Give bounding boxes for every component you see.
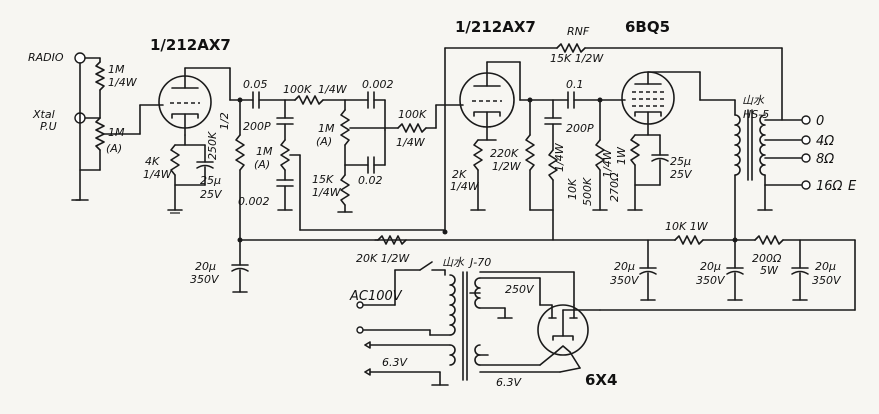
xtal-label: Xtal [32, 108, 55, 121]
r500k-label: 500K [581, 177, 594, 206]
c20bv-label: 350V [610, 274, 640, 287]
rp1w-label: 1/2 [218, 112, 231, 130]
c0002a-label: 0.002 [238, 195, 270, 208]
r200w-label: 5W [760, 264, 779, 277]
tube1-label: 1/212AX7 [150, 36, 231, 54]
c002-label: 0.02 [358, 174, 383, 187]
c200p-label: 200P [243, 120, 271, 133]
r15k-label: 15K [312, 173, 334, 186]
c0002b-label: 0.002 [362, 78, 394, 91]
ot-model-label: HS-5 [743, 108, 769, 121]
c20av-label: 350V [190, 273, 220, 286]
tap16-label: 16Ω [816, 179, 843, 194]
rk3-label: 270Ω [608, 172, 621, 202]
tap-8-terminal [801, 153, 811, 163]
tube4-envelope [537, 304, 589, 356]
radio-label: RADIO [28, 51, 64, 64]
power-switch [419, 261, 433, 271]
rk2-label: 2K [452, 168, 467, 181]
tonea-label: (A) [316, 135, 332, 148]
pt-label: 山水 [442, 256, 465, 269]
r10k1w-label: 10K 1W [665, 220, 709, 233]
tube4-label: 6X4 [585, 371, 617, 389]
tap0-label: 0 [816, 114, 824, 129]
vol2-label: 1M [256, 145, 273, 158]
c20dv-label: 350V [812, 274, 842, 287]
r500kw-label: 1/4W [601, 148, 614, 178]
c20b-label: 20μ [614, 260, 635, 273]
tap-16-terminal [801, 180, 811, 190]
ck1v-label: 25V [200, 188, 223, 201]
r15kw-label: 1/4W [312, 186, 342, 199]
ck3-label: 25μ [670, 155, 691, 168]
tap-0-terminal [801, 115, 811, 125]
ot-primary [734, 114, 741, 176]
v63a-label: 6.3V [382, 356, 408, 369]
r10k-label: 10K [566, 178, 579, 200]
tapE-label: E [848, 179, 857, 194]
ot-label: 山水 [742, 94, 765, 107]
v250-label: 250V [505, 283, 535, 296]
vol2a-label: (A) [254, 158, 270, 171]
tap8-label: 8Ω [816, 152, 834, 167]
pt-primary [449, 274, 456, 336]
c20a-label: 20μ [195, 260, 216, 273]
r100k2w-label: 1/4W [396, 136, 426, 149]
rk3w-label: 1W [615, 146, 628, 165]
r200-label: 200Ω [752, 252, 782, 265]
ot-secondary [759, 114, 766, 176]
tube3-label: 6BQ5 [625, 18, 670, 36]
v63b-label: 6.3V [496, 376, 522, 389]
rnfv-label: 15K 1/2W [550, 52, 604, 65]
tube2-label: 1/212AX7 [455, 18, 536, 36]
ac-label: AC100V [349, 289, 403, 304]
tap-4-terminal [801, 135, 811, 145]
vol-in-a-label: (A) [106, 142, 122, 155]
c20d-label: 20μ [815, 260, 836, 273]
rp2w-label: 1/2W [492, 160, 522, 173]
tone-label: 1M [318, 122, 335, 135]
c01-label: 0.1 [566, 78, 584, 91]
ck1-label: 25μ [200, 174, 221, 187]
r10kw-label: 1/4W [553, 142, 566, 172]
r-radio-label: 1M [108, 63, 125, 76]
pt-model-label: J-70 [468, 256, 491, 269]
radio-terminal [74, 52, 86, 64]
r-radio-w-label: 1/4W [108, 76, 138, 89]
rk1w-label: 1/4W [143, 168, 173, 181]
r100k-label: 100K [283, 83, 312, 96]
ck3v-label: 25V [670, 168, 693, 181]
rnf-label: RNF [567, 25, 590, 38]
c20c-label: 20μ [700, 260, 721, 273]
rp2-label: 220K [490, 147, 519, 160]
r20k-label: 20K 1/2W [356, 252, 410, 265]
pt-heater-out [449, 344, 456, 366]
ac-terminal-2 [356, 326, 364, 334]
c20cv-label: 350V [696, 274, 726, 287]
vol-in-label: 1M [108, 126, 125, 139]
rk1-label: 4K [145, 155, 160, 168]
rp1-label: 250K [206, 131, 219, 160]
r100kw-label: 1/4W [318, 83, 348, 96]
rk2w-label: 1/4W [450, 180, 480, 193]
r100k2-label: 100K [398, 108, 427, 121]
pu-label: P.U [40, 120, 57, 133]
c200p2-label: 200P [566, 122, 594, 135]
tap4-label: 4Ω [816, 134, 834, 149]
c005-label: 0.05 [243, 78, 268, 91]
